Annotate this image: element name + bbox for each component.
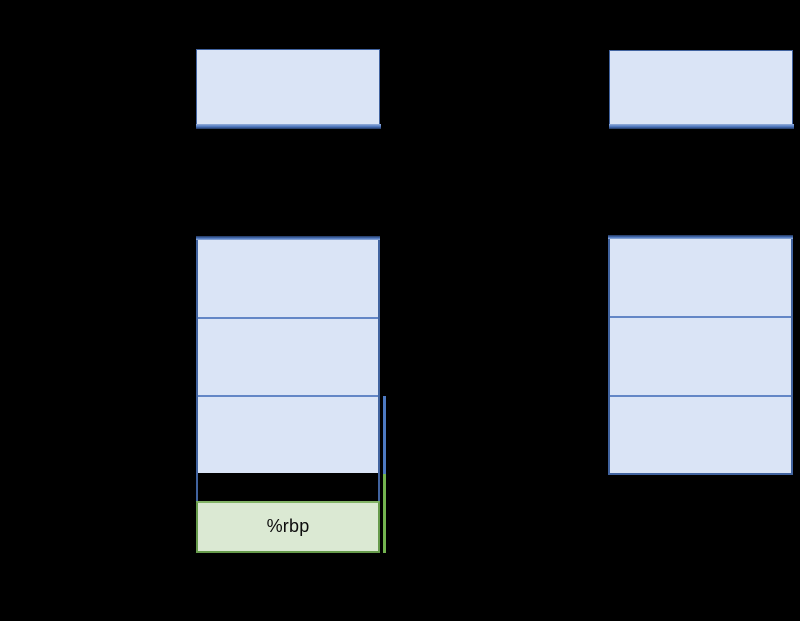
left-stack-thick-edge bbox=[196, 236, 380, 240]
cell-divider bbox=[198, 395, 378, 397]
cell-divider bbox=[610, 395, 791, 397]
saved-rbp-label: %rbp bbox=[266, 516, 310, 537]
bracket-blue-segment bbox=[383, 396, 386, 474]
stack-cell bbox=[198, 319, 378, 395]
left-top-box bbox=[195, 49, 381, 129]
right-top-box bbox=[608, 50, 794, 129]
left-stack: %rbp bbox=[196, 236, 380, 553]
stack-cell bbox=[610, 397, 791, 473]
cell-divider bbox=[610, 316, 791, 318]
left-stack-blue-cells bbox=[196, 240, 380, 501]
cell-divider bbox=[198, 317, 378, 319]
stack-cell bbox=[610, 318, 791, 395]
right-stack-blue-cells bbox=[610, 239, 791, 473]
right-stack-thick-edge bbox=[608, 235, 793, 239]
stack-cell bbox=[198, 397, 378, 473]
saved-rbp-cell: %rbp bbox=[196, 500, 380, 553]
left-top-box-thick-edge bbox=[195, 124, 381, 129]
bracket-green-segment bbox=[383, 474, 386, 553]
stack-cell bbox=[610, 239, 791, 316]
right-top-box-thick-edge bbox=[608, 124, 794, 129]
frame-region-bracket bbox=[383, 396, 386, 553]
stack-cell bbox=[198, 240, 378, 317]
right-stack bbox=[608, 235, 793, 475]
